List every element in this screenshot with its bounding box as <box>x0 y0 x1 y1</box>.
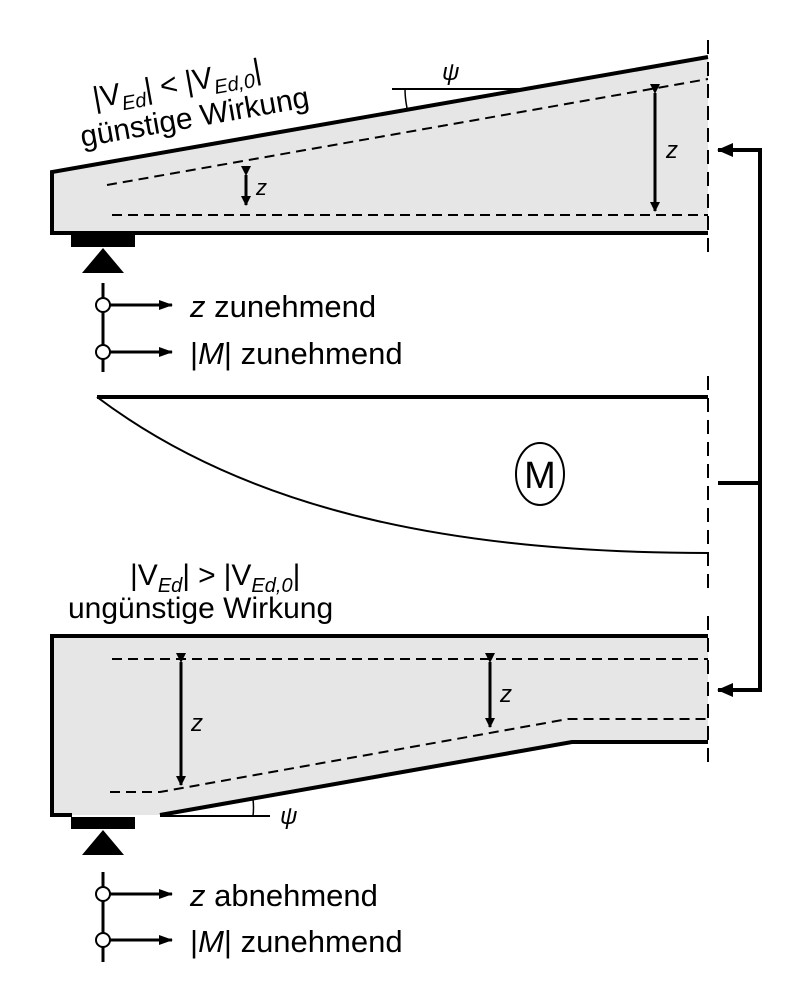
top-condition-rhs: |V <box>182 61 215 98</box>
bottom-angle-label: ψ <box>280 803 297 830</box>
bottom-condition-rhs: |V <box>224 559 252 592</box>
bottom-legend-item-2: |M| zunehmend <box>190 924 403 959</box>
bottom-beam-group: ψ z z <box>50 616 709 855</box>
top-compression-chord-line <box>106 78 709 186</box>
top-legend-node-2 <box>95 344 111 360</box>
top-lever-arm-right-label: z <box>665 137 678 164</box>
bottom-support-plate <box>71 817 135 829</box>
top-legend-node-1 <box>95 297 111 313</box>
top-angle-label: ψ <box>442 59 459 86</box>
bottom-condition-operator: > <box>198 559 216 592</box>
top-support-triangle-icon <box>82 248 124 273</box>
bottom-condition-label: |VEd|>|VEd,0| ungünstige Wirkung <box>68 559 333 625</box>
bottom-angle-arc <box>252 798 255 817</box>
top-beam-group: ψ z z <box>50 40 709 273</box>
top-legend: z zunehmend |M| zunehmend <box>95 283 403 372</box>
top-condition-lhs-sub: Ed <box>120 89 149 115</box>
moment-label-circle <box>515 442 565 506</box>
bottom-legend-item-1: z abnehmend <box>189 878 378 913</box>
bottom-condition-rhs-sub: Ed,0 <box>251 575 292 597</box>
bottom-legend-node-2 <box>95 932 111 948</box>
bottom-tension-chord-line <box>110 718 708 793</box>
moment-curve <box>96 396 709 554</box>
top-angle-arc <box>404 88 408 109</box>
top-lever-arm-left-label: z <box>255 175 267 200</box>
top-beam-outline <box>50 55 709 235</box>
top-condition-operator: < <box>157 68 180 104</box>
bottom-beam-outline-slope <box>159 740 708 817</box>
bottom-legend: z abnehmend |M| zunehmend <box>95 872 403 962</box>
bottom-condition-lhs-close: | <box>182 559 190 592</box>
top-beam-body <box>52 57 708 233</box>
bottom-beam-body <box>52 636 708 815</box>
bottom-condition-lhs-sub: Ed <box>158 575 183 597</box>
bottom-condition-lhs: |V <box>130 559 158 592</box>
bottom-effect-label: ungünstige Wirkung <box>68 592 333 625</box>
connector-bracket <box>717 143 762 697</box>
bottom-support-triangle-icon <box>82 830 124 855</box>
top-condition-lhs: |V <box>90 78 123 115</box>
bottom-lever-arm-left-label: z <box>190 710 203 737</box>
moment-diagram: M <box>96 376 709 590</box>
bottom-condition-rhs-close: | <box>293 559 301 592</box>
bottom-lever-arm-right-label: z <box>499 681 512 708</box>
bracket-to-top-arrow <box>717 143 762 483</box>
top-legend-item-1: z zunehmend <box>189 289 376 324</box>
bottom-beam-outline-top <box>50 634 708 817</box>
bottom-legend-node-1 <box>95 886 111 902</box>
top-support-plate <box>71 235 135 247</box>
svg-text:|VEd|>|VEd,0|: |VEd|>|VEd,0| <box>130 559 300 597</box>
moment-label: M <box>524 455 556 497</box>
top-legend-item-2: |M| zunehmend <box>190 336 403 371</box>
bracket-to-bottom-arrow <box>717 483 762 697</box>
